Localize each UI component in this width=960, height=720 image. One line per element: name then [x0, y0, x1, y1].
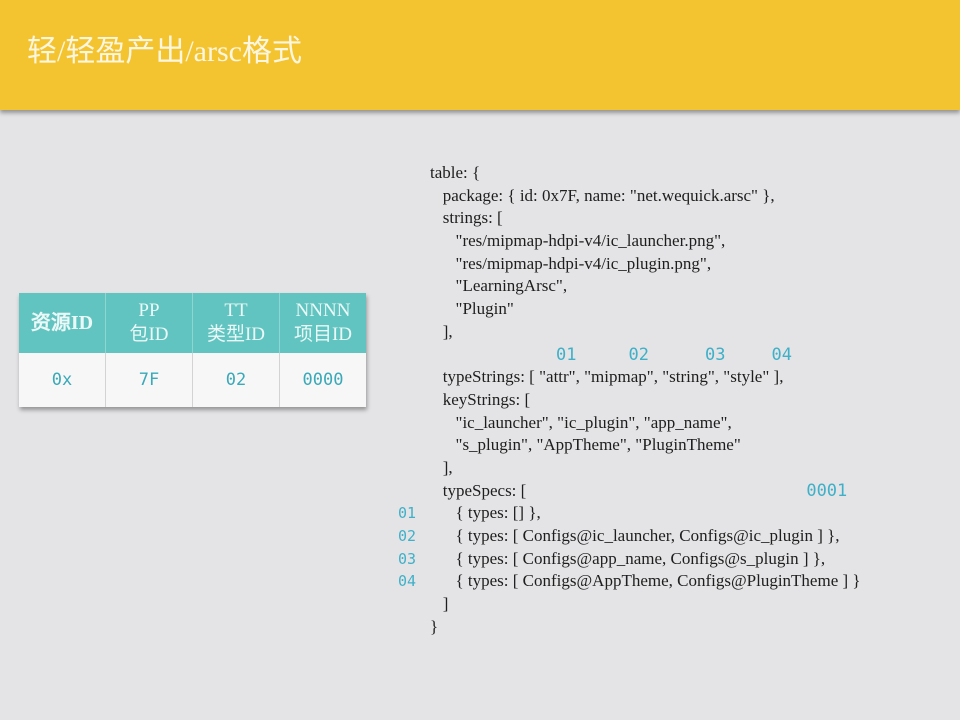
code-row: package: { id: 0x7F, name: "net.wequick.…: [398, 185, 861, 208]
table-row: 0x 7F 02 0000: [19, 353, 366, 407]
code-row: typeSpecs: [ 0001: [398, 480, 861, 503]
spec-id-style: 04: [398, 572, 417, 591]
header-resource-id: 资源ID: [19, 293, 106, 353]
code-row: 01 { types: [] },: [398, 502, 861, 525]
code-line: "s_plugin", "AppTheme", "PluginTheme": [430, 435, 741, 455]
value-type: 02: [192, 353, 280, 407]
header-sublabel: 类型ID: [206, 324, 266, 345]
code-line: table: {: [430, 163, 481, 182]
code-row: "LearningArsc",: [398, 275, 861, 298]
code-row: ]: [398, 593, 861, 616]
code-line: { types: [ Configs@app_name, Configs@s_p…: [430, 548, 826, 568]
spec-id-string: 03: [398, 549, 417, 568]
code-line: "LearningArsc",: [430, 276, 568, 296]
code-line: "res/mipmap-hdpi-v4/ic_launcher.png",: [430, 231, 726, 251]
code-line: strings: [: [430, 208, 503, 228]
spec-id-attr: 01: [398, 504, 417, 523]
code-line: }: [430, 616, 439, 636]
type-id-string: 03: [704, 344, 726, 365]
slide-header: 轻/轻盈产出/arsc格式: [0, 0, 960, 110]
header-entry-id: NNNN 项目ID: [279, 293, 366, 353]
code-row: typeStrings: [ "attr", "mipmap", "string…: [398, 366, 861, 389]
code-line: { types: [ Configs@AppTheme, Configs@Plu…: [430, 571, 861, 591]
code-line: ]: [430, 594, 449, 614]
header-label: NNNN: [295, 300, 351, 321]
type-id-mipmap: 02: [628, 344, 649, 365]
entry-id-label: 0001: [806, 480, 848, 501]
header-type-id: TT 类型ID: [192, 293, 280, 353]
value-package: 7F: [105, 353, 193, 407]
header-label: TT: [224, 300, 248, 321]
code-line: ],: [430, 457, 453, 477]
header-label: 资源ID: [30, 312, 94, 334]
code-row: keyStrings: [: [398, 389, 861, 412]
table-header-row: 资源ID PP 包ID TT 类型ID NNNN 项目ID: [19, 293, 366, 353]
code-row: 03 { types: [ Configs@app_name, Configs@…: [398, 548, 861, 571]
code-line: "res/mipmap-hdpi-v4/ic_plugin.png",: [430, 253, 712, 273]
code-row: }: [398, 616, 861, 639]
code-line: { types: [] },: [430, 503, 541, 523]
slide-title: 轻/轻盈产出/arsc格式: [27, 35, 302, 68]
code-row: "ic_launcher", "ic_plugin", "app_name",: [398, 412, 861, 435]
header-sublabel: 包ID: [129, 324, 169, 345]
type-id-annotations: 01 02 03 04: [446, 344, 861, 367]
code-line: keyStrings: [: [430, 389, 531, 409]
header-sublabel: 项目ID: [293, 324, 353, 345]
resource-id-table: 资源ID PP 包ID TT 类型ID NNNN 项目ID 0x 7F 02 0000: [19, 293, 366, 407]
type-id-style: 04: [771, 344, 792, 365]
code-row: "res/mipmap-hdpi-v4/ic_launcher.png",: [398, 230, 861, 253]
code-line: "Plugin": [430, 299, 514, 319]
code-line: ],: [430, 321, 453, 341]
code-row: strings: [: [398, 207, 861, 230]
code-row: "s_plugin", "AppTheme", "PluginTheme": [398, 434, 861, 457]
value-prefix: 0x: [19, 353, 106, 407]
code-line: typeStrings: [ "attr", "mipmap", "string…: [430, 367, 784, 387]
code-line: "ic_launcher", "ic_plugin", "app_name",: [430, 412, 732, 432]
ghost-type-label: 02: [398, 527, 417, 545]
code-line: { types: [ Configs@ic_launcher, Configs@…: [430, 526, 840, 545]
code-row: ],: [398, 457, 861, 480]
type-id-attr: 01: [556, 344, 577, 365]
code-line: typeSpecs: [: [430, 480, 527, 500]
header-package-id: PP 包ID: [105, 293, 193, 353]
value-entry: 0000: [279, 353, 366, 407]
code-row: 04 { types: [ Configs@AppTheme, Configs@…: [398, 570, 861, 593]
code-row: ],: [398, 321, 861, 344]
arsc-code-block: table: { package: { id: 0x7F, name: "net…: [398, 162, 861, 638]
code-row: table: {: [398, 162, 861, 185]
code-line: package: { id: 0x7F, name: "net.wequick.…: [430, 185, 775, 205]
code-row: "res/mipmap-hdpi-v4/ic_plugin.png",: [398, 253, 861, 276]
code-row: "Plugin": [398, 298, 861, 321]
code-row: 02 { types: [ Configs@ic_launcher, Confi…: [398, 525, 861, 548]
header-label: PP: [138, 300, 160, 321]
